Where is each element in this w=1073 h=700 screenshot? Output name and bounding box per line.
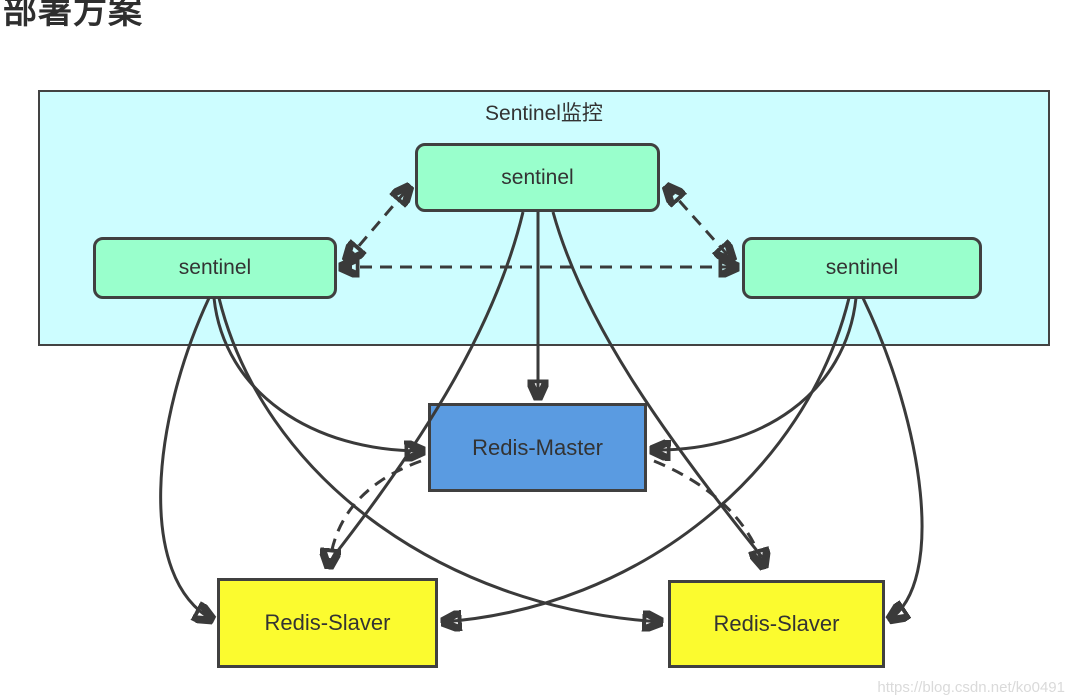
- sentinel-monitor-label: Sentinel监控: [485, 102, 603, 125]
- node-redis-master-label: Redis-Master: [472, 434, 603, 460]
- edge-sentinel-right-to-slave-right: [861, 297, 924, 620]
- edge-master-to-slave-left: [329, 459, 422, 568]
- node-redis-slaver-right-label: Redis-Slaver: [713, 611, 840, 636]
- node-redis-master: Redis-Master: [428, 403, 647, 492]
- node-sentinel-top-label: sentinel: [501, 165, 574, 189]
- node-sentinel-top: sentinel: [415, 143, 660, 212]
- node-sentinel-left: sentinel: [93, 237, 337, 299]
- watermark: https://blog.csdn.net/ko0491: [877, 679, 1065, 696]
- edge-sentinel-left-to-slave-left: [159, 297, 213, 620]
- node-redis-slaver-left: Redis-Slaver: [217, 578, 438, 668]
- page-title: 部署方案: [3, 0, 143, 31]
- node-sentinel-right: sentinel: [742, 237, 982, 299]
- node-redis-slaver-right: Redis-Slaver: [668, 580, 885, 668]
- edge-master-to-slave-right: [653, 459, 764, 568]
- node-redis-slaver-left-label: Redis-Slaver: [264, 610, 391, 635]
- sentinel-monitor-group: Sentinel监控: [38, 90, 1050, 346]
- node-sentinel-left-label: sentinel: [178, 256, 252, 279]
- node-sentinel-right-label: sentinel: [825, 256, 899, 279]
